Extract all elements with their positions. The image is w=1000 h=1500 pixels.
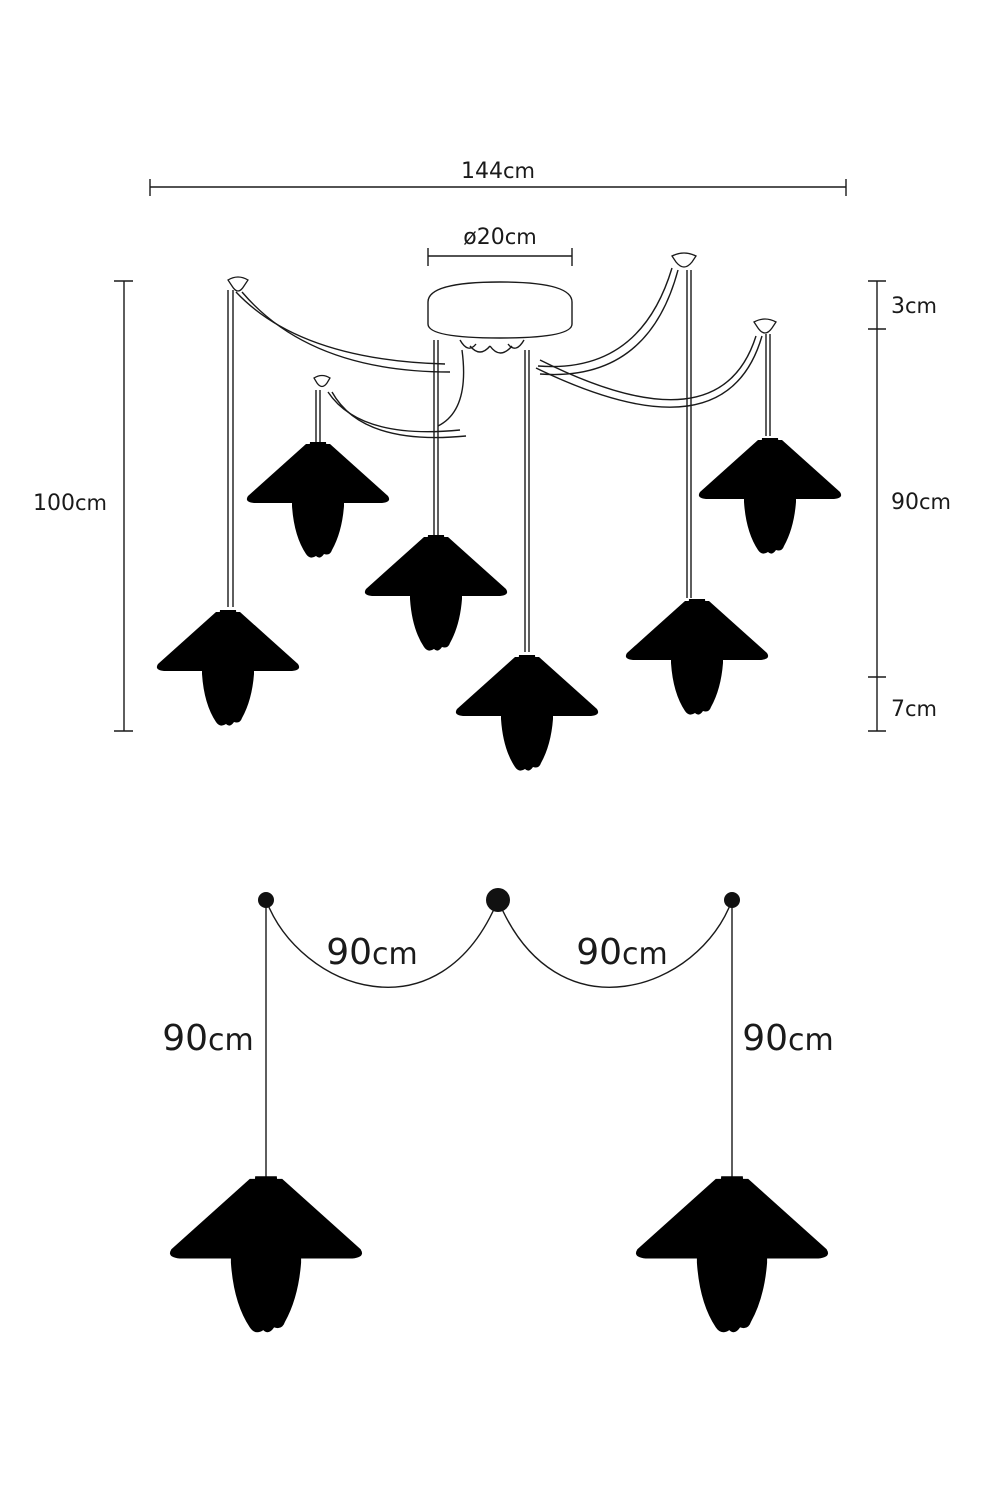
ceiling-hooks bbox=[227, 252, 777, 388]
lamp-far-right bbox=[698, 438, 842, 554]
lamp-center-left bbox=[364, 535, 508, 651]
right-drop-label: 90cm bbox=[742, 1018, 834, 1059]
lamp-left-inner bbox=[246, 442, 390, 558]
top-view: 144cm ø20cm 100cm 3cm 90cm 7cm bbox=[33, 159, 951, 771]
left-span-cable bbox=[265, 899, 499, 988]
left-anchor-point bbox=[258, 892, 274, 908]
left-span-label: 90cm bbox=[326, 932, 418, 973]
ceiling-canopy bbox=[427, 281, 573, 354]
right-span-label: 90cm bbox=[576, 932, 668, 973]
right-anchor-point bbox=[724, 892, 740, 908]
right-span-cable bbox=[497, 899, 733, 988]
right-height-dimensions: 3cm 90cm 7cm bbox=[868, 280, 951, 732]
lamp-bottom-right bbox=[635, 1176, 829, 1333]
total-height-label: 100cm bbox=[33, 491, 107, 516]
lamp-bottom-left bbox=[169, 1176, 363, 1333]
canopy-diameter-dimension: ø20cm bbox=[427, 225, 573, 266]
width-label: 144cm bbox=[461, 159, 535, 184]
center-anchor-point bbox=[486, 888, 510, 912]
canopy-height-label: 3cm bbox=[891, 294, 937, 319]
lamp-right bbox=[625, 599, 769, 715]
bottom-view: 90cm 90cm 90cm 90cm bbox=[162, 888, 834, 1333]
shade-height-label: 7cm bbox=[891, 697, 937, 722]
width-dimension: 144cm bbox=[149, 159, 847, 196]
left-drop-label: 90cm bbox=[162, 1018, 254, 1059]
canopy-diameter-label: ø20cm bbox=[463, 225, 536, 250]
pendant-cables bbox=[227, 267, 771, 652]
cable-length-label: 90cm bbox=[891, 490, 951, 515]
lamp-center bbox=[455, 655, 599, 771]
total-height-dimension: 100cm bbox=[33, 280, 133, 732]
lamp-far-left bbox=[156, 610, 300, 726]
